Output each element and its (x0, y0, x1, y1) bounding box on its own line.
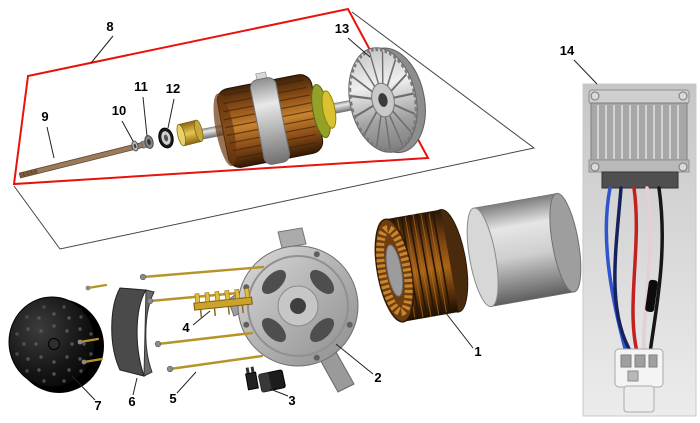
heatsink-bolts (590, 91, 688, 172)
heat-shrink-sleeve (645, 279, 658, 313)
callout-3: 3 (269, 388, 296, 408)
regulator-heatsink (588, 89, 690, 189)
callout-11-label: 11 (134, 79, 148, 94)
callout-3-label: 3 (288, 393, 295, 408)
callout-1-label: 1 (474, 344, 481, 359)
rotor-assembly-highlight-outline (12, 7, 430, 186)
callout-4-label: 4 (182, 320, 190, 335)
brush-assembly (245, 366, 286, 393)
rear-cylinder-cover (466, 192, 582, 308)
callout-11: 11 (134, 79, 148, 137)
small-screw-heads (77, 285, 91, 365)
mounting-bolts (141, 265, 265, 371)
callout-6-label: 6 (128, 394, 135, 409)
callout-14: 14 (560, 43, 598, 85)
stator (374, 209, 469, 323)
callout-13: 13 (335, 21, 371, 58)
rotor-pole-band (249, 77, 291, 165)
construction-plane-outline (13, 11, 536, 250)
callout-9-label: 9 (41, 109, 48, 124)
callout-9: 9 (41, 109, 55, 159)
callout-8: 8 (90, 19, 114, 64)
bracket (111, 287, 155, 377)
rotor (178, 71, 358, 168)
fan-blades (349, 48, 417, 152)
voltage-regulator-photo (582, 83, 697, 417)
callout-2: 2 (335, 343, 382, 385)
regulator-wires (604, 186, 664, 356)
callout-4: 4 (182, 310, 211, 335)
fan-wheel (348, 47, 426, 154)
callout-2-label: 2 (374, 370, 381, 385)
callout-12-label: 12 (166, 81, 180, 96)
rectifier-block (193, 288, 253, 318)
wiring-connector (614, 348, 664, 413)
bearing (158, 127, 174, 149)
rear-cover-disc (8, 296, 104, 393)
spacer-sleeve (176, 119, 204, 147)
callout-14-label: 14 (560, 43, 575, 58)
callout-5: 5 (169, 371, 197, 406)
stator-winding-ring (376, 225, 413, 316)
callout-7: 7 (71, 375, 102, 413)
callout-7-label: 7 (94, 398, 101, 413)
small-screws (78, 283, 108, 364)
callout-10-label: 10 (112, 103, 126, 118)
callout-10: 10 (112, 103, 134, 142)
callout-5-label: 5 (169, 391, 176, 406)
callout-8-label: 8 (106, 19, 113, 34)
washer (131, 140, 139, 152)
bolt-heads (139, 273, 174, 373)
callout-6: 6 (128, 377, 138, 409)
callout-13-label: 13 (335, 21, 349, 36)
callout-1: 1 (441, 307, 482, 359)
rotor-shaft (18, 139, 150, 179)
front-housing (227, 227, 359, 393)
vent-hole-dots (22, 312, 86, 376)
callout-12: 12 (166, 81, 180, 129)
outer-hole-dots (15, 305, 93, 383)
